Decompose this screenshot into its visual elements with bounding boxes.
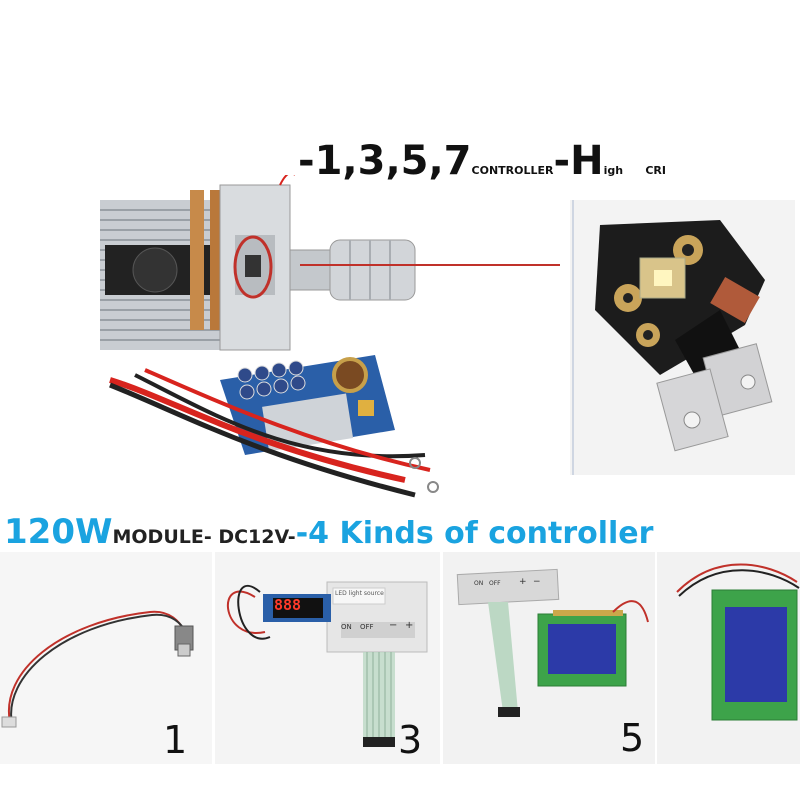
- heading-watt: 120W: [4, 512, 113, 552]
- controller-number-1: 1: [163, 718, 188, 762]
- potentiometer-illustration: [1, 610, 194, 728]
- heatsink-assembly-illustration: [100, 175, 560, 498]
- controller-3-photo: [215, 552, 440, 764]
- keypad-minus-button[interactable]: −: [389, 620, 398, 631]
- heading-prefix: -1,3,5,7: [298, 138, 472, 184]
- heading-igh: igh: [603, 164, 624, 177]
- led-chip-illustration: [570, 200, 795, 475]
- main-product-photo: [95, 175, 560, 515]
- middle-heading: 120WMODULE- DC12V--4 Kinds of controller: [4, 512, 653, 552]
- controller-number-5: 5: [620, 716, 645, 760]
- heading-dash-h: -H: [553, 138, 604, 184]
- led-chip-photo: [570, 200, 795, 475]
- controller-number-3: 3: [398, 718, 423, 762]
- lcd-keypad-plus-button[interactable]: +: [519, 577, 527, 587]
- lcd-keypad-minus-button[interactable]: −: [533, 577, 541, 587]
- heading-controller-word: CONTROLLER: [471, 164, 554, 177]
- lcd-keypad-on-label[interactable]: ON: [474, 580, 484, 587]
- top-heading: -1,3,5,7CONTROLLER-High CRI: [298, 138, 666, 184]
- controller-5-photo: [443, 552, 655, 764]
- controller-1-photo: [0, 552, 212, 764]
- heading-cri: CRI: [645, 164, 666, 177]
- controller-7-photo: [657, 552, 800, 764]
- keypad-off-label[interactable]: OFF: [360, 623, 374, 631]
- lcd-keypad-off-label[interactable]: OFF: [489, 580, 501, 587]
- keypad-on-label[interactable]: ON: [341, 623, 352, 631]
- heading-kinds: -4 Kinds of controller: [295, 516, 654, 551]
- heading-module: MODULE- DC12V-: [112, 526, 296, 548]
- keypad-title: LED light source: [335, 590, 384, 597]
- display-digits: 888: [274, 596, 302, 614]
- large-lcd-illustration: [676, 563, 800, 721]
- digital-controller-illustration: [226, 581, 428, 747]
- lcd-controller-illustration: [456, 568, 649, 717]
- keypad-plus-button[interactable]: +: [405, 620, 414, 631]
